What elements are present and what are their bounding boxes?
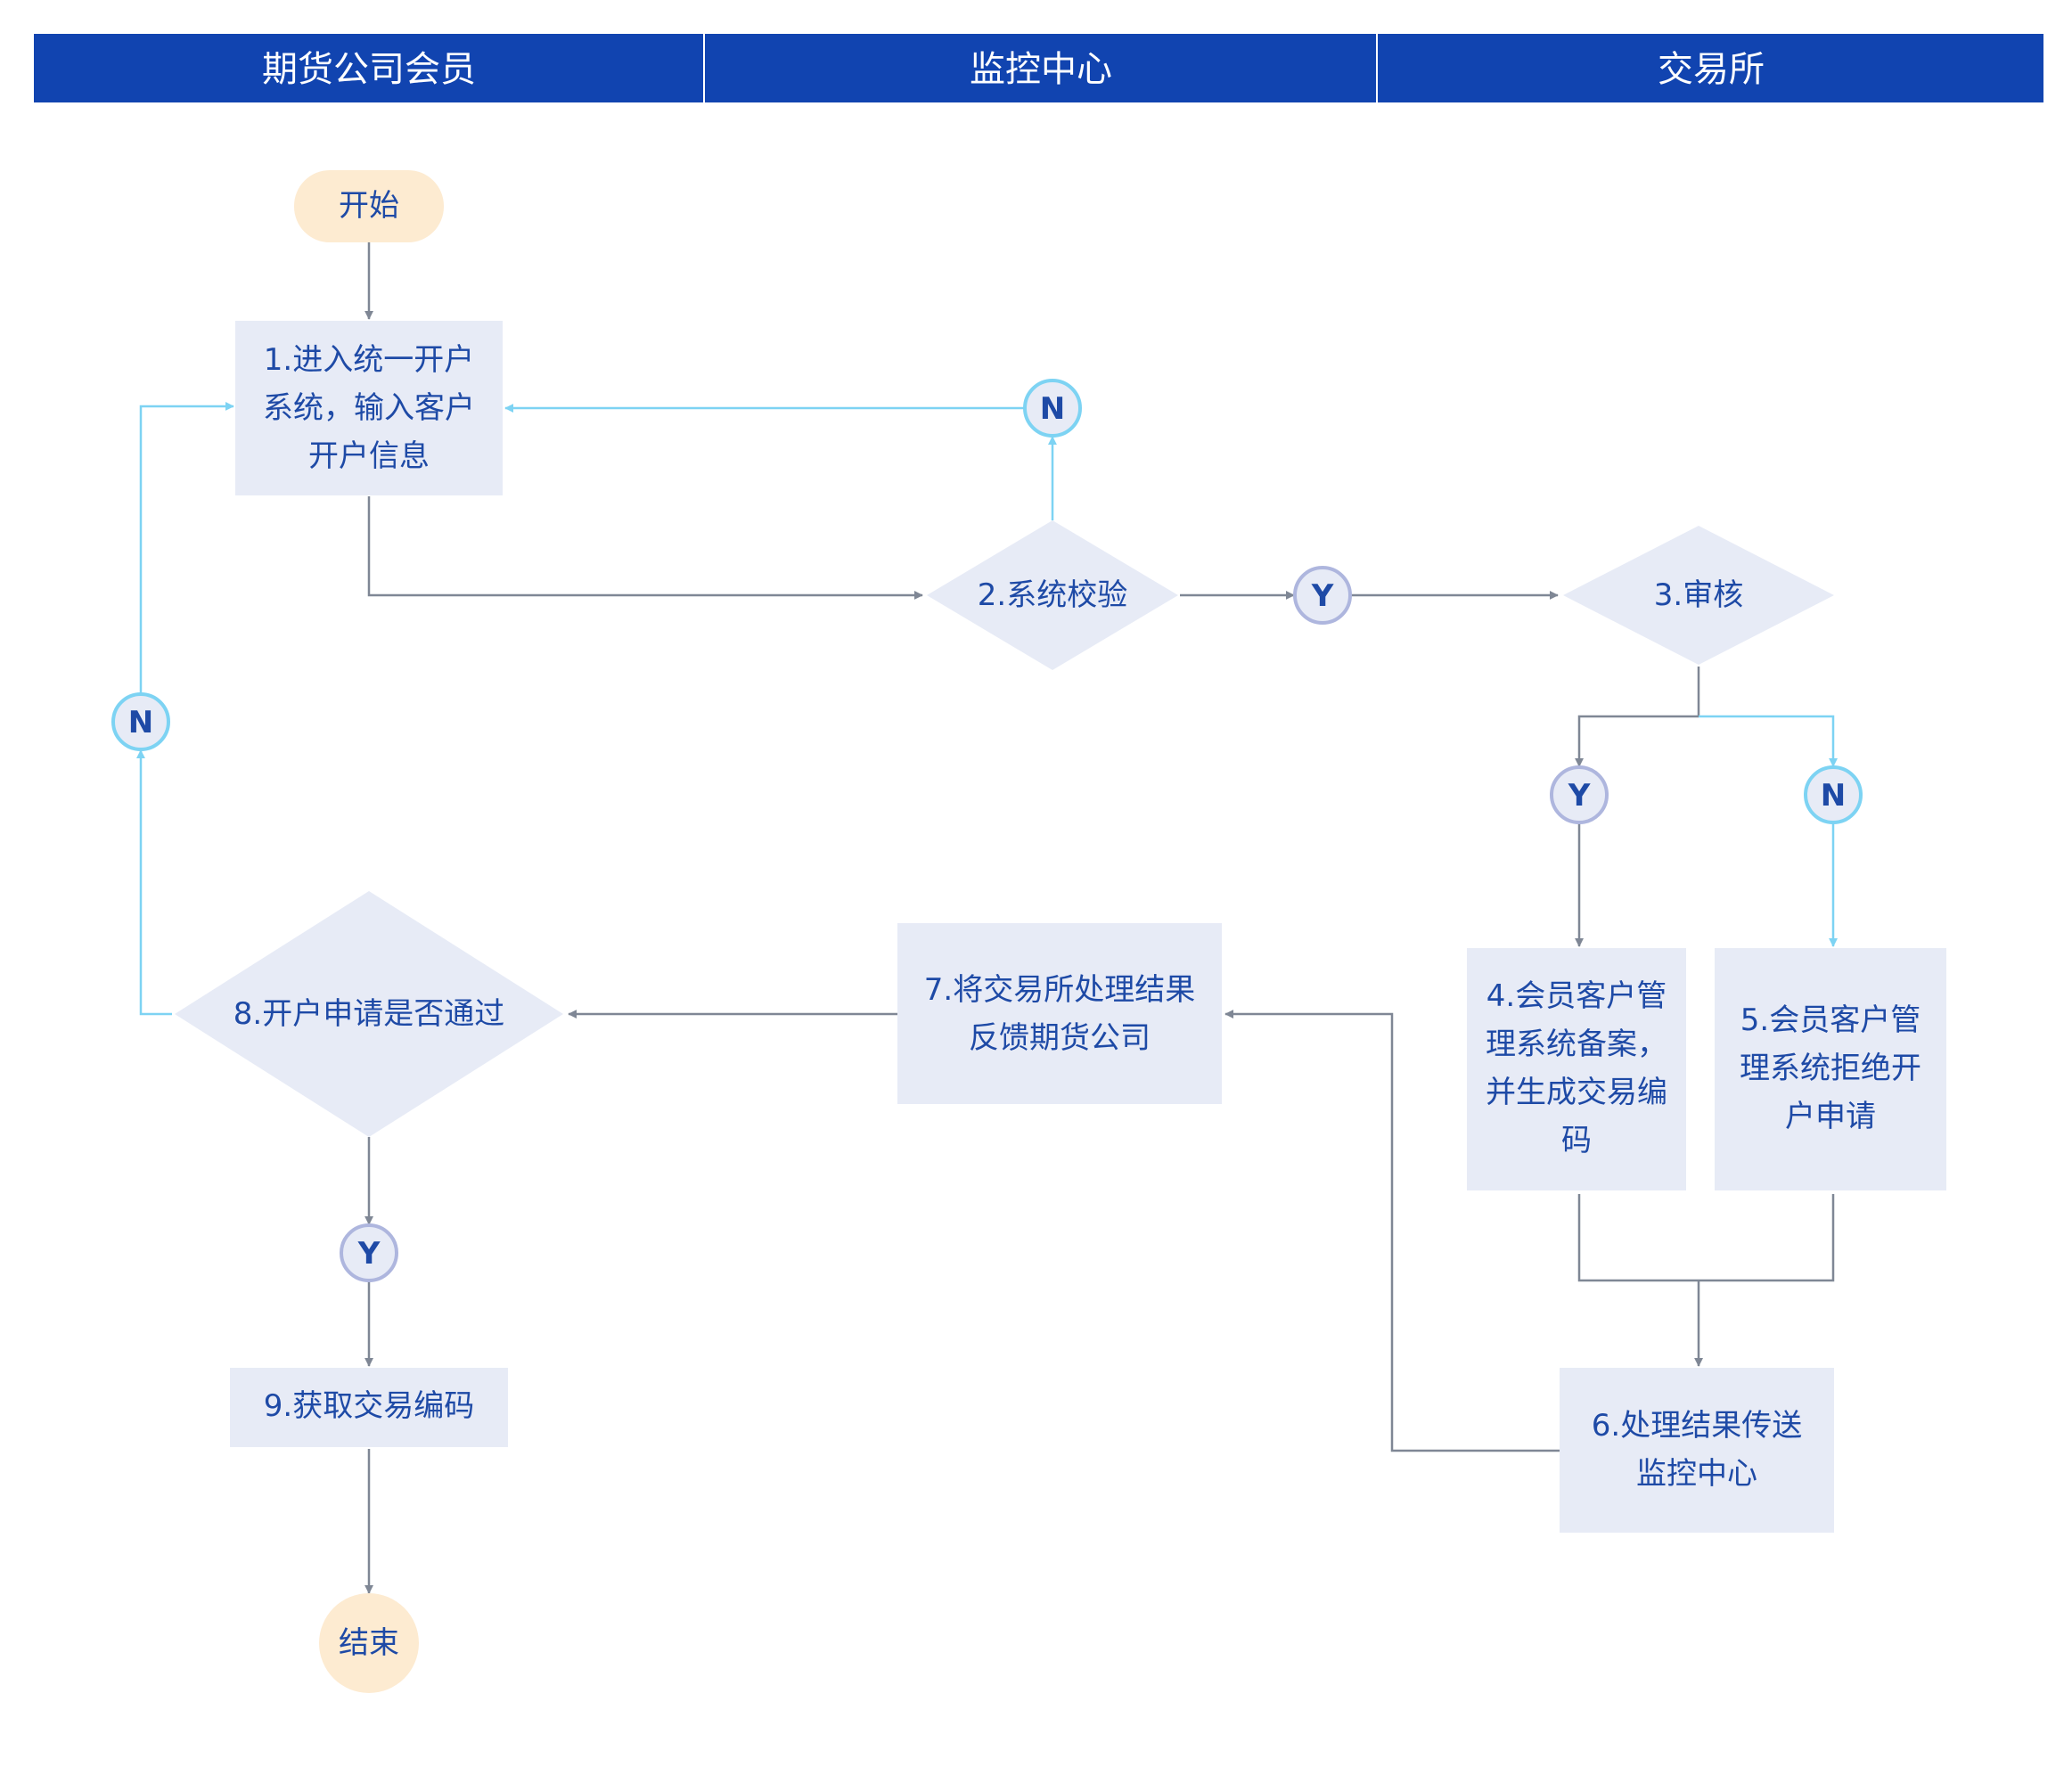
step5-line: 户申请 (1785, 1099, 1876, 1134)
no-badge-circle (111, 692, 170, 751)
no-badge-circle (1804, 765, 1863, 824)
no-badge-label: N (128, 705, 153, 740)
step5-box: 5.会员客户管 理系统拒绝开 户申请 (1715, 948, 1946, 1190)
step9-label: 9.获取交易编码 (264, 1388, 474, 1424)
end-shape (319, 1593, 419, 1693)
no-badge-label: N (1821, 778, 1846, 814)
step3-shape (1563, 526, 1834, 665)
yes-badge: Y (340, 1223, 398, 1282)
step7-line: 反馈期货公司 (969, 1020, 1151, 1056)
yes-badge-label: Y (1311, 578, 1334, 614)
step4-line: 理系统备案， (1486, 1027, 1667, 1062)
step2-shape (927, 520, 1178, 670)
connectors (136, 242, 1838, 1594)
no-badge-circle (1023, 379, 1082, 438)
step1-line: 系统，输入客户 (263, 390, 475, 426)
yes-badge-label: Y (1568, 778, 1591, 814)
connector-no-to-step1-left (139, 402, 234, 693)
step1-box: 1.进入统一开户 系统，输入客户 开户信息 (235, 321, 503, 495)
step4-shape (1467, 948, 1686, 1190)
end-terminal: 结束 (319, 1593, 419, 1693)
step4-line: 4.会员客户管 (1486, 978, 1667, 1014)
step7-shape (897, 923, 1222, 1104)
step8-shape (175, 891, 563, 1137)
yes-badge: Y (1550, 765, 1609, 824)
start-shape (294, 170, 444, 242)
connector-split-to-no (1699, 715, 1838, 767)
yes-badge: Y (1293, 566, 1352, 625)
lane-header-background (34, 34, 2043, 102)
lane-title-futures-member: 期货公司会员 (262, 49, 476, 90)
step5-shape (1715, 948, 1946, 1190)
connector-step5-to-step6 (1699, 1194, 1835, 1282)
yes-badge-circle (340, 1223, 398, 1282)
start-terminal: 开始 (294, 170, 444, 242)
lane-header: 期货公司会员 监控中心 交易所 (34, 34, 2043, 102)
step3-decision: 3.审核 (1563, 526, 1834, 665)
yes-badge-label: Y (357, 1236, 381, 1272)
step3-label: 3.审核 (1654, 577, 1743, 613)
step4-line: 并生成交易编 (1486, 1075, 1667, 1110)
step5-line: 理系统拒绝开 (1740, 1051, 1921, 1086)
step4-box: 4.会员客户管 理系统备案， 并生成交易编 码 (1467, 948, 1686, 1190)
step1-line: 开户信息 (308, 438, 430, 474)
yes-badge-circle (1293, 566, 1352, 625)
step1-shape (235, 321, 503, 495)
step9-shape (230, 1368, 508, 1447)
step5-line: 5.会员客户管 (1740, 1002, 1920, 1038)
step7-line: 7.将交易所处理结果 (924, 972, 1195, 1008)
step8-label: 8.开户申请是否通过 (233, 996, 504, 1032)
no-badge: N (1023, 379, 1082, 438)
step7-box: 7.将交易所处理结果 反馈期货公司 (897, 923, 1222, 1104)
step6-line: 监控中心 (1636, 1456, 1757, 1492)
connector-step8-to-no (136, 749, 172, 1016)
step2-label: 2.系统校验 (978, 577, 1127, 613)
step4-line: 码 (1561, 1123, 1592, 1158)
lane-title-exchange: 交易所 (1658, 49, 1765, 90)
step9-box: 9.获取交易编码 (230, 1368, 508, 1447)
yes-badge-circle (1550, 765, 1609, 824)
lane-title-monitoring-center: 监控中心 (970, 49, 1112, 90)
no-badge: N (1804, 765, 1863, 824)
step1-line: 1.进入统一开户 (264, 342, 474, 378)
step6-box: 6.处理结果传送 监控中心 (1560, 1368, 1834, 1533)
connector-step4-to-step6 (1577, 1194, 1699, 1282)
no-badge: N (111, 692, 170, 751)
step2-decision: 2.系统校验 (927, 520, 1178, 670)
end-label: 结束 (339, 1625, 399, 1661)
step6-line: 6.处理结果传送 (1592, 1408, 1802, 1444)
connector-step6-to-step7 (1224, 1010, 1560, 1452)
step8-decision: 8.开户申请是否通过 (175, 891, 563, 1137)
connector-split-to-yes (1575, 715, 1699, 767)
no-badge-label: N (1040, 391, 1065, 427)
connector-step1-to-step2 (367, 496, 923, 600)
start-label: 开始 (339, 188, 399, 224)
step6-shape (1560, 1368, 1834, 1533)
